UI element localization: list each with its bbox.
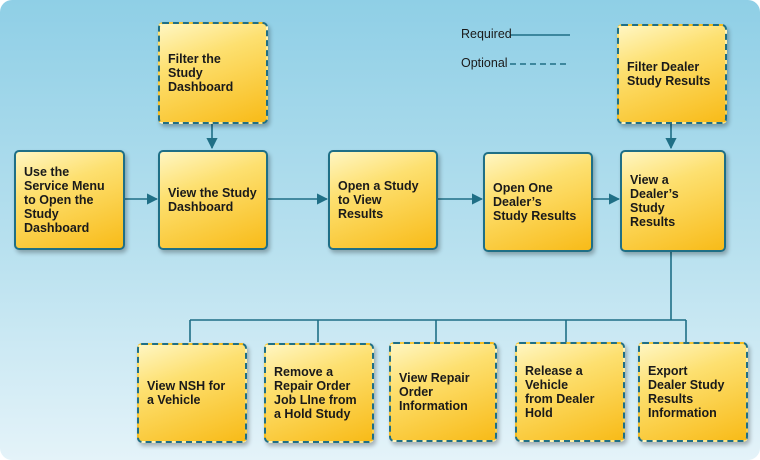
node-label: View Repair Order Information — [399, 371, 470, 413]
node-label: Release a Vehicle from Dealer Hold — [525, 364, 595, 420]
legend-optional-label: Optional — [461, 56, 508, 70]
node-label: View NSH for a Vehicle — [147, 379, 226, 407]
node-label: Filter the Study Dashboard — [168, 52, 234, 94]
node-remove-repair-order-job-line[interactable]: Remove a Repair Order Job LIne from a Ho… — [264, 343, 374, 443]
legend-required-label: Required — [461, 27, 512, 41]
node-label: Remove a Repair Order Job LIne from a Ho… — [274, 365, 357, 421]
node-open-study-view-results[interactable]: Open a Study to View Results — [328, 150, 438, 250]
node-view-study-dashboard[interactable]: View the Study Dashboard — [158, 150, 268, 250]
node-label: View the Study Dashboard — [168, 186, 257, 214]
node-view-repair-order-info[interactable]: View Repair Order Information — [389, 342, 497, 442]
node-label: View a Dealer’s Study Results — [630, 173, 679, 229]
node-label: Use the Service Menu to Open the Study D… — [24, 165, 105, 235]
node-filter-dealer-study-results[interactable]: Filter Dealer Study Results — [617, 24, 727, 124]
node-label: Filter Dealer Study Results — [627, 60, 711, 88]
node-label: Open a Study to View Results — [338, 179, 419, 221]
node-release-vehicle-dealer-hold[interactable]: Release a Vehicle from Dealer Hold — [515, 342, 625, 442]
node-open-one-dealer-results[interactable]: Open One Dealer’s Study Results — [483, 152, 593, 252]
node-use-service-menu[interactable]: Use the Service Menu to Open the Study D… — [14, 150, 125, 250]
node-export-dealer-study-results[interactable]: Export Dealer Study Results Information — [638, 342, 748, 442]
node-label: Open One Dealer’s Study Results — [493, 181, 577, 223]
node-view-nsh-vehicle[interactable]: View NSH for a Vehicle — [137, 343, 247, 443]
node-label: Export Dealer Study Results Information — [648, 364, 725, 420]
node-view-dealer-study-results[interactable]: View a Dealer’s Study Results — [620, 150, 726, 252]
node-filter-study-dashboard[interactable]: Filter the Study Dashboard — [158, 22, 268, 124]
